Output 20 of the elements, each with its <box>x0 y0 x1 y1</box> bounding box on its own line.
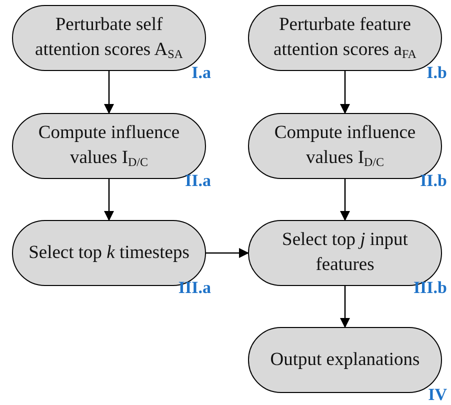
arrow <box>340 179 350 221</box>
step-label: II.a <box>185 172 211 190</box>
arrow <box>206 248 249 258</box>
step-label: II.b <box>420 172 447 190</box>
arrow <box>104 179 114 221</box>
arrow <box>340 286 350 328</box>
step-text: Perturbate self attention scores A$_{SA}$ <box>34 14 184 63</box>
arrow <box>104 71 114 114</box>
step-text: Perturbate feature attention scores a$_{FA}$ <box>272 14 418 63</box>
step-text: Output explanations <box>269 348 421 372</box>
step-label: I.a <box>192 64 211 82</box>
step-label: III.b <box>413 279 447 297</box>
step-text: Compute influence values I$_{D/C}$ <box>273 122 417 171</box>
step-text: Select top k timesteps <box>28 242 190 264</box>
arrow <box>340 71 350 114</box>
step-label: III.a <box>178 279 211 297</box>
step-text: Compute influence values I$_{D/C}$ <box>37 122 181 171</box>
step-label: I.b <box>426 64 447 82</box>
step-label: IV <box>428 386 447 404</box>
step-text: Select top j input features <box>281 229 409 277</box>
